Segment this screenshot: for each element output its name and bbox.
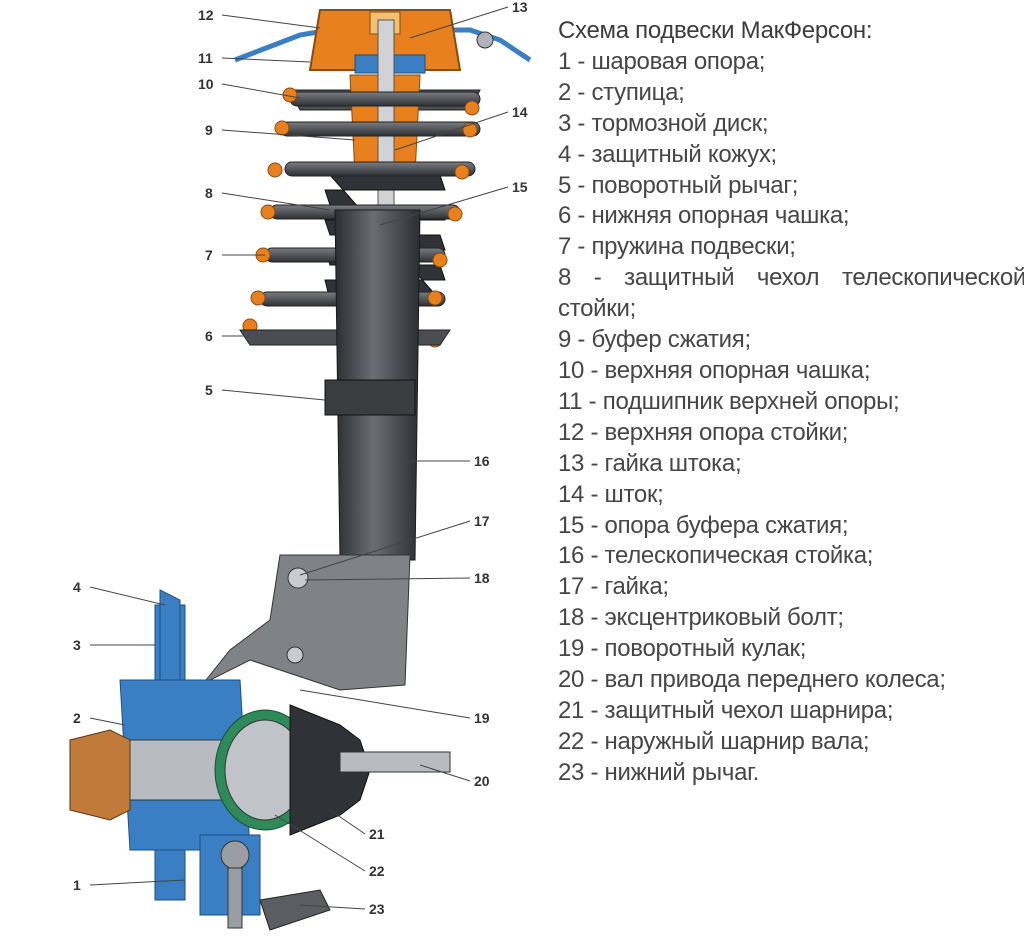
callout-8: 8 bbox=[205, 185, 213, 201]
callout-5: 5 bbox=[205, 382, 213, 398]
legend-item: 7 - пружина подвески; bbox=[558, 233, 796, 261]
callout-1: 1 bbox=[73, 877, 81, 893]
legend-item: 14 - шток; bbox=[558, 480, 664, 508]
legend-item: 20 - вал привода переднего колеса; bbox=[558, 666, 946, 694]
legend-item: 13 - гайка штока; bbox=[558, 449, 742, 477]
legend-item: 1 - шаровая опора; bbox=[558, 47, 766, 75]
legend-item: 9 - буфер сжатия; bbox=[558, 326, 751, 354]
callout-2: 2 bbox=[73, 710, 81, 726]
legend-item: 11 - подшипник верхней опоры; bbox=[558, 387, 900, 415]
callout-7: 7 bbox=[205, 247, 213, 263]
legend-title: Схема подвески МакФерсон: bbox=[558, 17, 873, 44]
legend-item: 16 - телескопическая стойка; bbox=[558, 542, 874, 570]
lower-control-arm bbox=[259, 889, 331, 931]
callout-3: 3 bbox=[73, 637, 81, 653]
legend-item: 17 - гайка; bbox=[558, 573, 669, 601]
callout-11: 11 bbox=[198, 50, 213, 66]
callout-14: 14 bbox=[512, 104, 528, 120]
legend: Схема подвески МакФерсон: 1 - шаровая оп… bbox=[558, 16, 1024, 789]
legend-item: 12 - верхняя опора стойки; bbox=[558, 418, 849, 446]
legend-item: 23 - нижний рычаг. bbox=[558, 758, 760, 786]
callout-16: 16 bbox=[474, 453, 490, 469]
callout-6: 6 bbox=[205, 328, 213, 344]
legend-item: 18 - эксцентриковый болт; bbox=[558, 604, 844, 632]
legend-item: 2 - ступица; bbox=[558, 78, 685, 106]
legend-item: 22 - наружный шарнир вала; bbox=[558, 727, 870, 755]
callout-9: 9 bbox=[205, 122, 213, 138]
knuckle-bracket bbox=[189, 554, 411, 701]
leader-lines bbox=[89, 6, 509, 910]
nut bbox=[287, 567, 309, 589]
callout-19: 19 bbox=[474, 710, 490, 726]
hub-assembly bbox=[69, 589, 261, 929]
callout-12: 12 bbox=[198, 7, 214, 23]
cv-joint bbox=[214, 704, 451, 836]
legend-item: 5 - поворотный рычаг; bbox=[558, 171, 799, 199]
callout-17: 17 bbox=[474, 513, 490, 529]
legend-item: 6 - нижняя опорная чашка; bbox=[558, 202, 850, 230]
legend-item: 10 - верхняя опорная чашка; bbox=[558, 356, 871, 384]
callout-4: 4 bbox=[73, 579, 81, 595]
callout-21: 21 bbox=[369, 826, 385, 842]
legend-item: 21 - защитный чехол шарнира; bbox=[558, 696, 894, 724]
macpherson-suspension-diagram: 12 13 11 10 9 14 8 15 7 6 5 16 17 18 4 3… bbox=[69, 0, 532, 931]
legend-item: 3 - тормозной диск; bbox=[558, 109, 769, 137]
callout-23: 23 bbox=[369, 901, 385, 917]
legend-item: 19 - поворотный кулак; bbox=[558, 635, 807, 663]
callout-10: 10 bbox=[198, 76, 214, 92]
callout-18: 18 bbox=[474, 570, 490, 586]
legend-item: 4 - защитный кожух; bbox=[558, 140, 777, 168]
callout-20: 20 bbox=[474, 773, 490, 789]
steering-arm bbox=[324, 379, 416, 416]
callout-22: 22 bbox=[369, 863, 385, 879]
legend-item: 8 - защитный чехол телескопической стойк… bbox=[558, 264, 1024, 323]
legend-item: 15 - опора буфера сжатия; bbox=[558, 511, 849, 539]
callout-15: 15 bbox=[512, 179, 528, 195]
eccentric-bolt bbox=[286, 646, 304, 664]
callout-13: 13 bbox=[512, 0, 528, 15]
